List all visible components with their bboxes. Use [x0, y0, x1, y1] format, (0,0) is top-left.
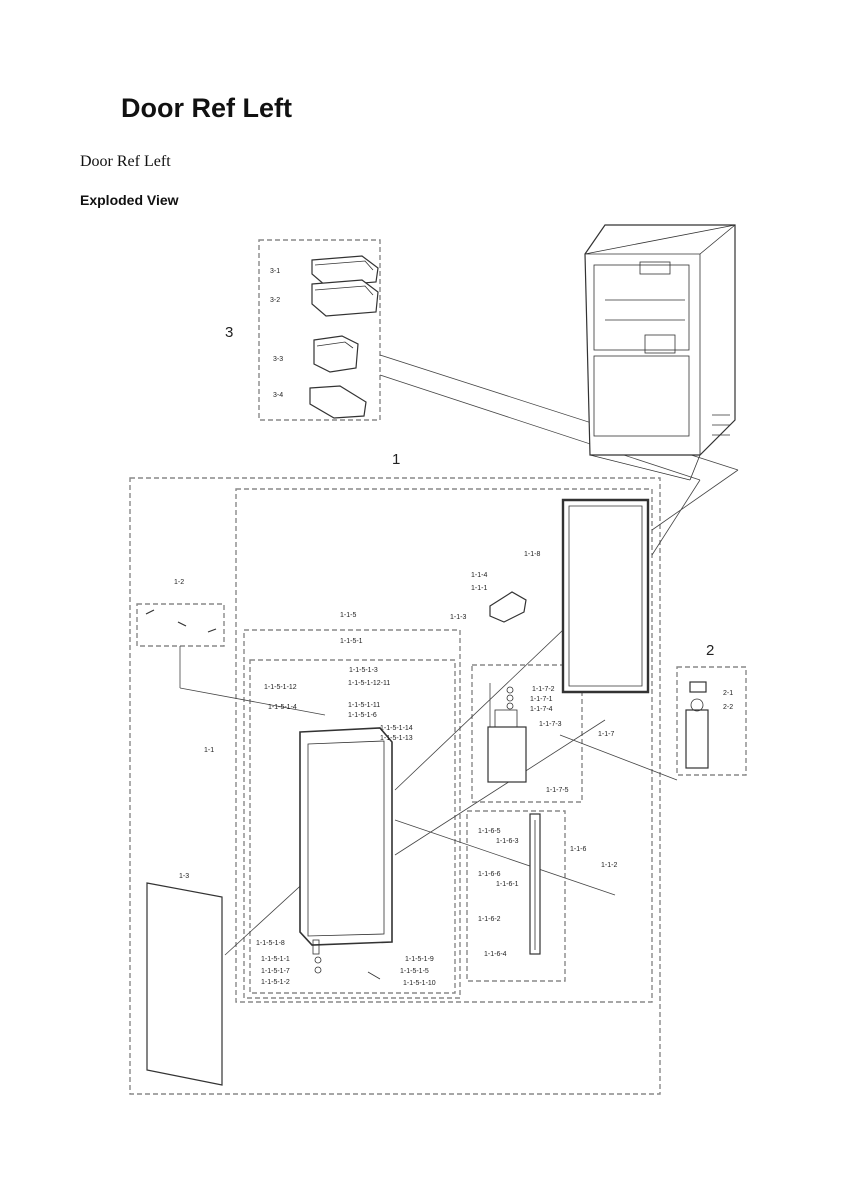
- callout-1-1-4: 1-1-4: [471, 572, 487, 579]
- callout-1-1-8: 1-1-8: [524, 551, 540, 558]
- group-box-1-2: [136, 603, 225, 647]
- callout-1-1-2: 1-1-2: [601, 862, 617, 869]
- group-box-1-1: [235, 488, 653, 1003]
- callout-2-2: 2-2: [723, 704, 733, 711]
- callout-3-3: 3-3: [273, 356, 283, 363]
- hinge-2: [685, 681, 709, 769]
- callout-1-1-5-1-5: 1-1-5-1-5: [400, 968, 429, 975]
- callout-3-4: 3-4: [273, 392, 283, 399]
- group-box-2: [676, 666, 747, 776]
- callout-1-1-5-1-9: 1-1-5-1-9: [405, 956, 434, 963]
- callout-1-1-3: 1-1-3: [450, 614, 466, 621]
- callout-1-1-7-3: 1-1-7-3: [539, 721, 562, 728]
- door-gasket-1-1-8: [561, 498, 650, 694]
- callout-1-1-6: 1-1-6: [570, 846, 586, 853]
- callout-1-1-7-4: 1-1-7-4: [530, 706, 553, 713]
- callout-2: 2: [706, 642, 714, 659]
- callout-1-1-5: 1-1-5: [340, 612, 356, 619]
- callout-1: 1: [392, 451, 400, 468]
- callout-1-1-7-1: 1-1-7-1: [530, 696, 553, 703]
- callout-1-1-5-1-10: 1-1-5-1-10: [403, 980, 436, 987]
- page-subtitle: Door Ref Left: [80, 153, 171, 170]
- callout-1-1-6-2: 1-1-6-2: [478, 916, 501, 923]
- callout-1-1-6-3: 1-1-6-3: [496, 838, 519, 845]
- group-box-3: [258, 239, 381, 421]
- page-title: Door Ref Left: [121, 93, 292, 123]
- callout-1-2: 1-2: [174, 579, 184, 586]
- door-front-panel-1-3: [146, 882, 223, 1086]
- callout-1-3: 1-3: [179, 873, 189, 880]
- callout-1-1-5-1-8: 1-1-5-1-8: [256, 940, 285, 947]
- callout-1-1-5-1-2: 1-1-5-1-2: [261, 979, 290, 986]
- hinge-cover-1-1-3: [489, 591, 527, 623]
- bracket-1-1-6: [529, 813, 541, 955]
- callout-1-1: 1-1: [204, 747, 214, 754]
- hinge-assembly-1-1-7: [487, 686, 527, 783]
- callout-1-1-1: 1-1-1: [471, 585, 487, 592]
- bin-3-1: [311, 255, 379, 287]
- screws-1-2: [145, 609, 217, 633]
- callout-1-1-6-5: 1-1-6-5: [478, 828, 501, 835]
- callout-3: 3: [225, 324, 233, 341]
- callout-3-2: 3-2: [270, 297, 280, 304]
- callout-1-1-5-1-1: 1-1-5-1-1: [261, 956, 290, 963]
- bin-3-2: [311, 279, 379, 317]
- callout-1-1-5-1-12: 1-1-5-1-12: [264, 684, 297, 691]
- callout-2-1: 2-1: [723, 690, 733, 697]
- callout-1-1-5-1-11: 1-1-5-1-11: [348, 702, 380, 709]
- group-box-1-1-7: [471, 664, 583, 803]
- callout-1-1-5-1-7: 1-1-5-1-7: [261, 968, 290, 975]
- callout-1-1-5-1-4: 1-1-5-1-4: [268, 704, 297, 711]
- group-box-1-1-6: [466, 810, 566, 982]
- refrigerator-cabinet: [584, 224, 736, 481]
- callout-1-1-5-1-13: 1-1-5-1-13: [380, 735, 413, 742]
- group-box-1-1-5: [243, 629, 461, 999]
- callout-1-1-5-1-6: 1-1-5-1-6: [348, 712, 377, 719]
- callout-1-1-6-6: 1-1-6-6: [478, 871, 501, 878]
- bin-3-4: [309, 385, 367, 419]
- callout-1-1-5-1-3: 1-1-5-1-3: [349, 667, 378, 674]
- group-box-1-1-5-1: [249, 659, 456, 994]
- callout-1-1-6-1: 1-1-6-1: [496, 881, 519, 888]
- section-heading: Exploded View: [80, 192, 179, 208]
- callout-1-1-7-5: 1-1-7-5: [546, 787, 569, 794]
- group-box-1: [129, 477, 661, 1095]
- callout-1-1-6-4: 1-1-6-4: [484, 951, 507, 958]
- callout-1-1-5-1-12-11: 1-1-5-1-12-11: [348, 680, 390, 687]
- callout-1-1-5-1: 1-1-5-1: [340, 638, 363, 645]
- callout-1-1-7-2: 1-1-7-2: [532, 686, 555, 693]
- callout-1-1-5-1-14: 1-1-5-1-14: [380, 725, 413, 732]
- callout-3-1: 3-1: [270, 268, 280, 275]
- small-parts-bottom: [312, 939, 381, 980]
- bin-3-3: [313, 335, 359, 373]
- door-liner-1-1: [299, 727, 393, 946]
- callout-1-1-7: 1-1-7: [598, 731, 614, 738]
